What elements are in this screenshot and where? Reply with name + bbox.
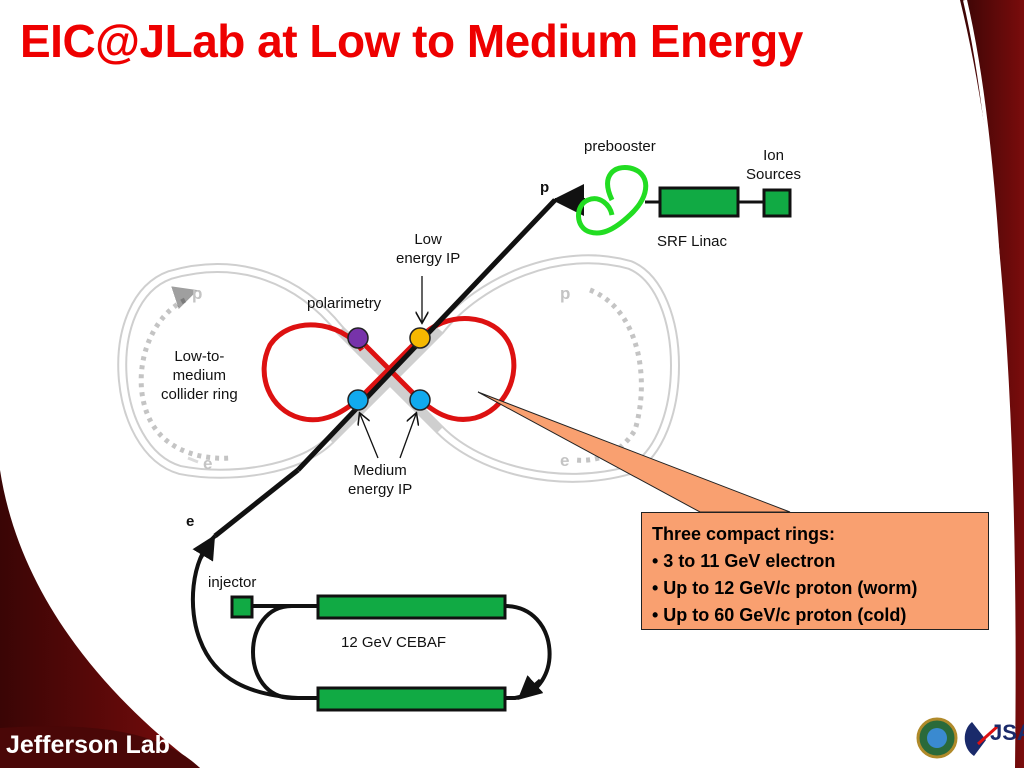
low-energy-ip [409,327,431,349]
ion-sources-label-line: Ion [763,147,784,164]
injector-block [230,595,254,619]
medium-energy-ip-right [409,389,431,411]
figure8-ring [261,316,517,423]
footer-swoosh [0,470,200,768]
jsa-logo-text: JSA [990,720,1024,745]
e-ring-right-label: e [560,451,570,470]
p-beam-label: p [540,179,550,196]
p-ring-left-label: p [192,284,203,303]
medium-energy-ip-label: Medium energy IP [348,461,412,499]
medium-energy-ip-label-line: Medium [353,462,407,479]
collider-ring-label-line: Low-to- [174,348,225,365]
medium-energy-ip-label-line: energy IP [348,481,413,498]
e-beam-label: e [186,513,195,530]
e-ring-left-label: e [203,454,213,473]
cebaf-linac-top [316,594,507,620]
ion-sources-label-line: Sources [746,166,802,183]
callout-line: • 3 to 11 GeV electron [652,551,836,571]
p-ring-right-label: p [560,284,571,303]
ion-source [762,188,792,218]
low-energy-ip-label-line: energy IP [396,250,461,267]
medium-energy-ip-left [347,389,369,411]
polarimetry-point [347,327,369,349]
collider-ring-label-line: medium [172,367,227,384]
rings-callout: Three compact rings: • 3 to 11 GeV elect… [641,512,989,630]
injector-label: injector [208,574,257,591]
electron-line [213,468,300,538]
jefferson-lab-logo: Jefferson Lab [6,731,170,759]
page-title: EIC@JLab at Low to Medium Energy [20,15,803,67]
footer-swoosh-band [0,726,200,768]
srf-linac-label: SRF Linac [657,233,728,250]
cebaf-racetrack [251,604,552,700]
cebaf-label: 12 GeV CEBAF [341,634,447,651]
polarimetry-label: polarimetry [307,295,382,312]
callout-pointer [477,391,791,513]
jsa-logo-icon [964,722,986,756]
callout-line: • Up to 60 GeV/c proton (cold) [652,605,907,625]
collider-ring-label-line: collider ring [161,386,238,403]
low-energy-ip-label-line: Low [414,231,442,248]
prebooster-ring [576,164,649,236]
right-swoosh [960,0,1024,768]
cebaf-linac-bottom [316,686,507,712]
collider-ring-label: Low-to- medium collider ring [161,347,238,404]
srf-linac [658,186,740,218]
low-energy-ip-label: Low energy IP [396,230,460,268]
ion-sources-label: Ion Sources [746,146,801,184]
callout-line: Three compact rings: [652,524,836,544]
callout-line: • Up to 12 GeV/c proton (worm) [652,578,918,598]
prebooster-label: prebooster [584,138,656,155]
